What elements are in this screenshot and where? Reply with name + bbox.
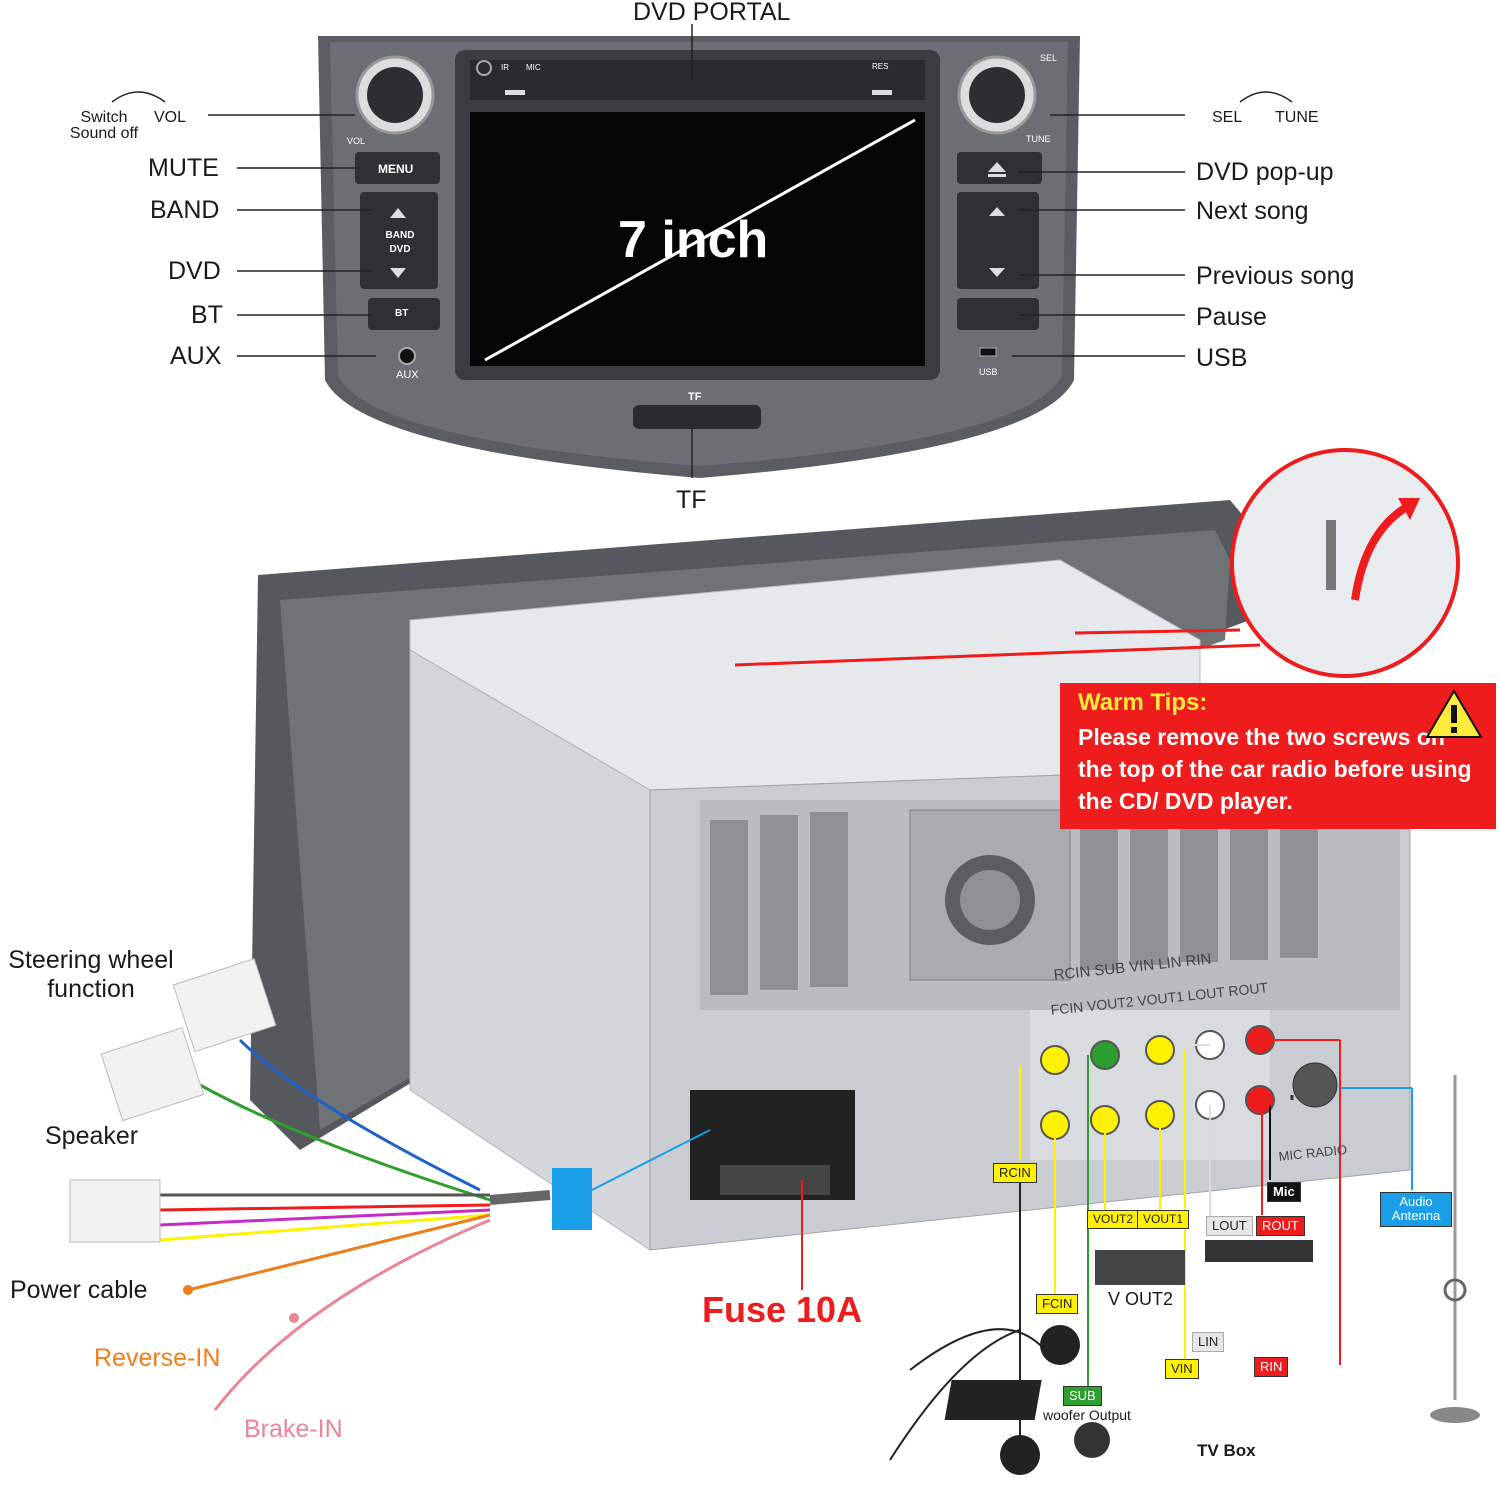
vout1-tag: VOUT1 (1137, 1210, 1190, 1230)
aux-jack (398, 347, 416, 365)
previous-song-label: Previous song (1196, 262, 1355, 290)
usb-panel-text: USB (979, 367, 998, 377)
can-plug (552, 1168, 592, 1230)
antenna-socket (1292, 1062, 1338, 1108)
switch-sound-off-label: Switch Sound off (69, 109, 139, 142)
sel-panel-text: SEL (1040, 53, 1058, 63)
menu-button-text: MENU (378, 162, 414, 176)
tune-label: TUNE (1275, 109, 1319, 126)
pause-label: Pause (1196, 303, 1267, 331)
lout-tag: LOUT (1206, 1216, 1253, 1237)
tf-label: TF (676, 486, 707, 514)
rout-tag: ROUT (1256, 1216, 1305, 1237)
mute-label: MUTE (148, 154, 219, 182)
rcin-tag: RCIN (993, 1163, 1037, 1184)
head-unit-front (111, 24, 1293, 478)
tv-box-label: TV Box (1197, 1441, 1256, 1460)
res-text: RES (872, 62, 889, 71)
band-dvd-rocker (360, 192, 438, 289)
subwoofer (1074, 1422, 1110, 1458)
brake-in-label: Brake-IN (244, 1415, 343, 1443)
screen-size-label: 7 inch (618, 211, 769, 269)
band-dvd-text: BAND DVD (385, 230, 415, 255)
front-camera (1040, 1325, 1080, 1365)
power-plug (69, 1179, 161, 1243)
usb-port (979, 347, 997, 357)
fcin-tag: FCIN (1036, 1294, 1079, 1315)
vout2-tag: VOUT2 (1087, 1210, 1140, 1230)
usb-label: USB (1196, 344, 1248, 372)
rca-cable (1205, 1240, 1313, 1262)
dvd-portal-label: DVD PORTAL (633, 0, 791, 26)
power-cable-label: Power cable (10, 1276, 148, 1304)
sel-label: SEL (1212, 109, 1243, 126)
audio-antenna-tag: Audio Antenna (1380, 1192, 1452, 1227)
steering-wheel-label: Steering wheel function (8, 946, 174, 1003)
bt-label: BT (191, 301, 223, 329)
woofer-output-label: woofer Output (1043, 1407, 1131, 1423)
aux-panel-text: AUX (396, 369, 419, 381)
vin-tag: VIN (1165, 1359, 1199, 1380)
mic-tag: Mic (1267, 1182, 1301, 1203)
screen (470, 112, 925, 366)
rear-camera (1000, 1435, 1040, 1475)
band-label: BAND (150, 196, 220, 224)
warm-tips-title: Warm Tips: (1078, 689, 1208, 716)
chassis (250, 448, 1460, 1251)
reverse-in-label: Reverse-IN (94, 1344, 221, 1372)
dvd-popup-label: DVD pop-up (1196, 158, 1334, 186)
tf-slot-text: TF (688, 391, 702, 403)
aux-label: AUX (170, 342, 222, 370)
sub-tag: SUB (1063, 1386, 1102, 1407)
track-rocker (957, 192, 1039, 289)
play-pause-button (957, 298, 1039, 330)
vol-label: VOL (154, 109, 187, 126)
bt-button-text: BT (395, 308, 409, 319)
bt-button (368, 298, 440, 330)
antenna-base (1430, 1407, 1480, 1423)
next-song-label: Next song (1196, 197, 1309, 225)
monitor (1095, 1250, 1185, 1285)
tune-panel-text: TUNE (1026, 134, 1051, 144)
speaker-plug (100, 1027, 205, 1122)
fuse-label: Fuse 10A (702, 1289, 863, 1330)
dvd-label: DVD (168, 257, 221, 285)
ir-text: IR (501, 63, 509, 72)
menu-button (355, 152, 440, 184)
harness-plugs (69, 958, 1480, 1475)
vol-panel-text: VOL (347, 136, 366, 146)
warning-icon (1425, 689, 1483, 738)
tv-box (944, 1380, 1042, 1420)
v-out2-label: V OUT2 (1108, 1289, 1174, 1309)
steering-plug (172, 958, 277, 1053)
tf-slot (633, 405, 761, 429)
screw-detail (1230, 448, 1460, 678)
lin-tag: LIN (1192, 1332, 1225, 1353)
warm-tips-box: Warm Tips: Please remove the two screws … (1060, 683, 1496, 829)
rin-tag: RIN (1254, 1357, 1289, 1378)
mic-text: MIC (526, 63, 541, 72)
speaker-label: Speaker (45, 1122, 139, 1150)
warm-tips-body: Please remove the two screws on the top … (1078, 724, 1472, 814)
